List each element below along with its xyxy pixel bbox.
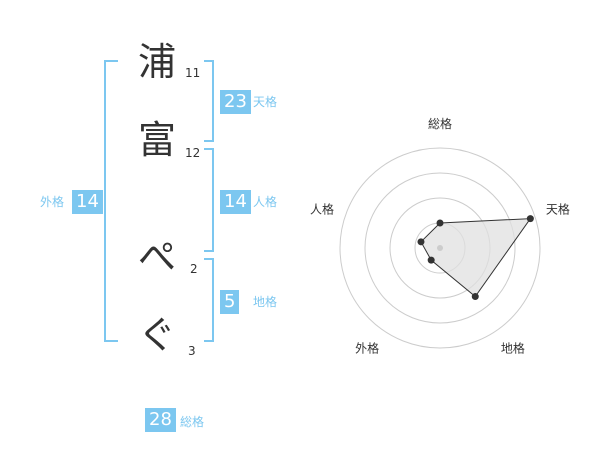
- name-char-3: ぺ: [137, 235, 176, 279]
- gaikaku-badge: 14: [72, 190, 103, 214]
- radar-point-4: [427, 256, 435, 264]
- radar-center-dot: [437, 245, 443, 251]
- radar-axis-label: 総格: [428, 116, 452, 131]
- radar-point-2: [526, 215, 534, 223]
- stroke-count-1: 11: [185, 66, 201, 80]
- tenkaku-badge: 23: [220, 90, 251, 114]
- tenkaku-label: 天格: [253, 95, 278, 109]
- radar-data-polygon: [420, 218, 532, 298]
- name-char-2: 富: [137, 118, 176, 162]
- jinkaku-label: 人格: [253, 195, 278, 209]
- radar-point-3: [471, 293, 479, 301]
- chikaku-label: 地格: [253, 295, 278, 309]
- jinkaku-badge: 14: [220, 190, 251, 214]
- radar-axis-label: 天格: [546, 202, 570, 217]
- stroke-count-4: 3: [188, 344, 196, 358]
- stroke-count-3: 2: [190, 262, 198, 276]
- chikaku-bracket: [204, 258, 214, 342]
- jinkaku-bracket: [204, 148, 214, 252]
- tenkaku-bracket: [204, 60, 214, 142]
- name-char-4: ぐ: [137, 313, 176, 357]
- radar-ring-4: [339, 147, 541, 349]
- radar-axis-label: 地格: [501, 340, 525, 355]
- gaikaku-label: 外格: [40, 195, 65, 209]
- radar-ring-3: [364, 172, 516, 324]
- radar-point-5: [417, 238, 425, 246]
- stroke-count-2: 12: [185, 146, 201, 160]
- name-char-1: 浦: [137, 40, 176, 84]
- radar-point-1: [436, 219, 444, 227]
- radar-axis-label: 人格: [310, 202, 334, 217]
- soukaku-label: 総格: [180, 415, 205, 429]
- soukaku-badge: 28: [145, 408, 176, 432]
- radar-axis-label: 外格: [355, 340, 379, 355]
- chikaku-badge: 5: [220, 290, 240, 314]
- gaikaku-bracket: [104, 60, 118, 342]
